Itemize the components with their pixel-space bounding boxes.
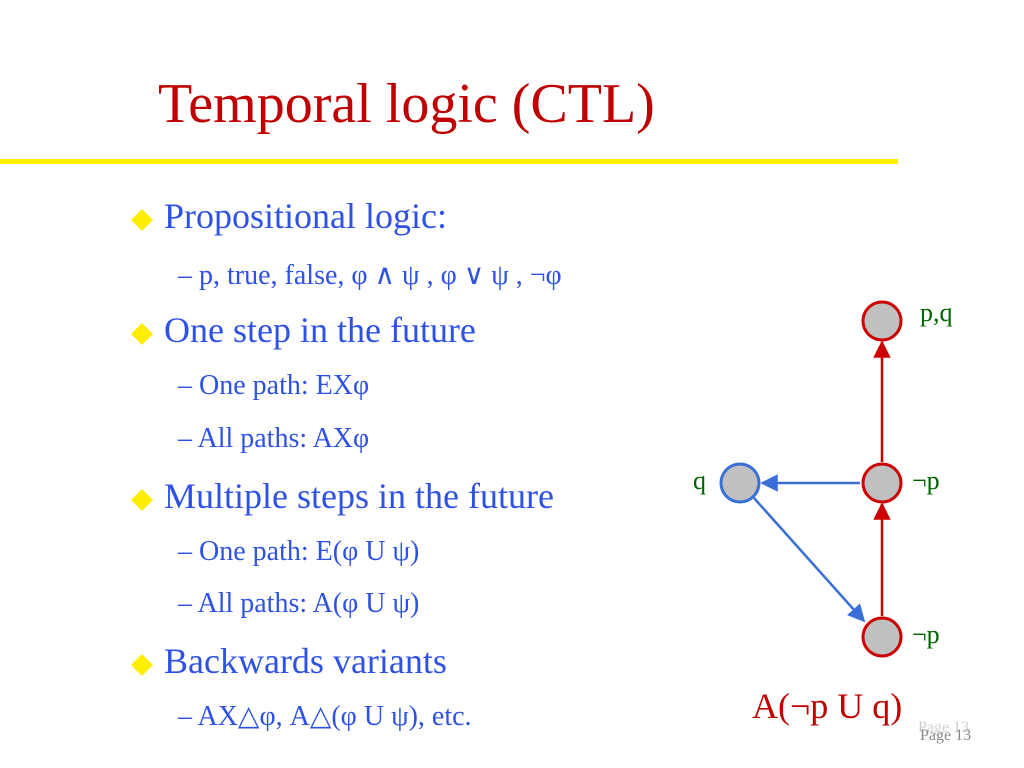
bullet-text: Propositional logic: xyxy=(164,196,447,236)
state-node-bottom xyxy=(861,616,903,658)
bullet-text: Backwards variants xyxy=(164,641,447,681)
sub-bullet-text: p, true, false, φ ∧ ψ , φ ∨ ψ , ¬φ xyxy=(199,260,562,291)
slide-title: Temporal logic (CTL) xyxy=(158,73,655,135)
diamond-bullet-icon xyxy=(131,209,153,231)
sub-bullet-text: All paths: A(φ U ψ) xyxy=(197,588,420,619)
label-left-node: q xyxy=(693,466,706,495)
state-node-left xyxy=(719,462,761,504)
diagram-formula: A(¬p U q) xyxy=(752,686,903,726)
diamond-bullet-icon xyxy=(131,654,153,676)
sub-bullet: – One path: E(φ U ψ) xyxy=(178,536,420,567)
state-node-top xyxy=(861,300,903,342)
label-middle-node: ¬p xyxy=(912,466,940,495)
page-number-ghost: Page 13 xyxy=(918,719,970,736)
sub-bullet: – One path: EXφ xyxy=(178,370,370,401)
sub-bullet-text: All paths: AXφ xyxy=(197,423,370,454)
sub-bullet-text: One path: E(φ U ψ) xyxy=(199,536,420,567)
sub-bullet: – AX△φ, A△(φ U ψ), etc. xyxy=(178,701,472,732)
page-number: Page 13 xyxy=(920,727,972,744)
edge-left-to-bottom xyxy=(753,497,866,623)
title-underline xyxy=(0,159,898,164)
diamond-bullet-icon xyxy=(131,323,153,345)
bullet-text: One step in the future xyxy=(164,310,476,350)
sub-bullet: – All paths: A(φ U ψ) xyxy=(178,588,420,619)
sub-bullet-text: One path: EXφ xyxy=(199,370,370,401)
sub-bullet-text: AX△φ, A△(φ U ψ), etc. xyxy=(197,701,472,732)
diamond-bullet-icon xyxy=(131,489,153,511)
label-bottom-node: ¬p xyxy=(912,620,940,649)
bullet-text: Multiple steps in the future xyxy=(164,476,554,516)
label-top-node: p,q xyxy=(920,298,953,327)
state-node-middle xyxy=(861,462,903,504)
sub-bullet: – p, true, false, φ ∧ ψ , φ ∨ ψ , ¬φ xyxy=(178,260,562,291)
sub-bullet: – All paths: AXφ xyxy=(178,423,370,454)
